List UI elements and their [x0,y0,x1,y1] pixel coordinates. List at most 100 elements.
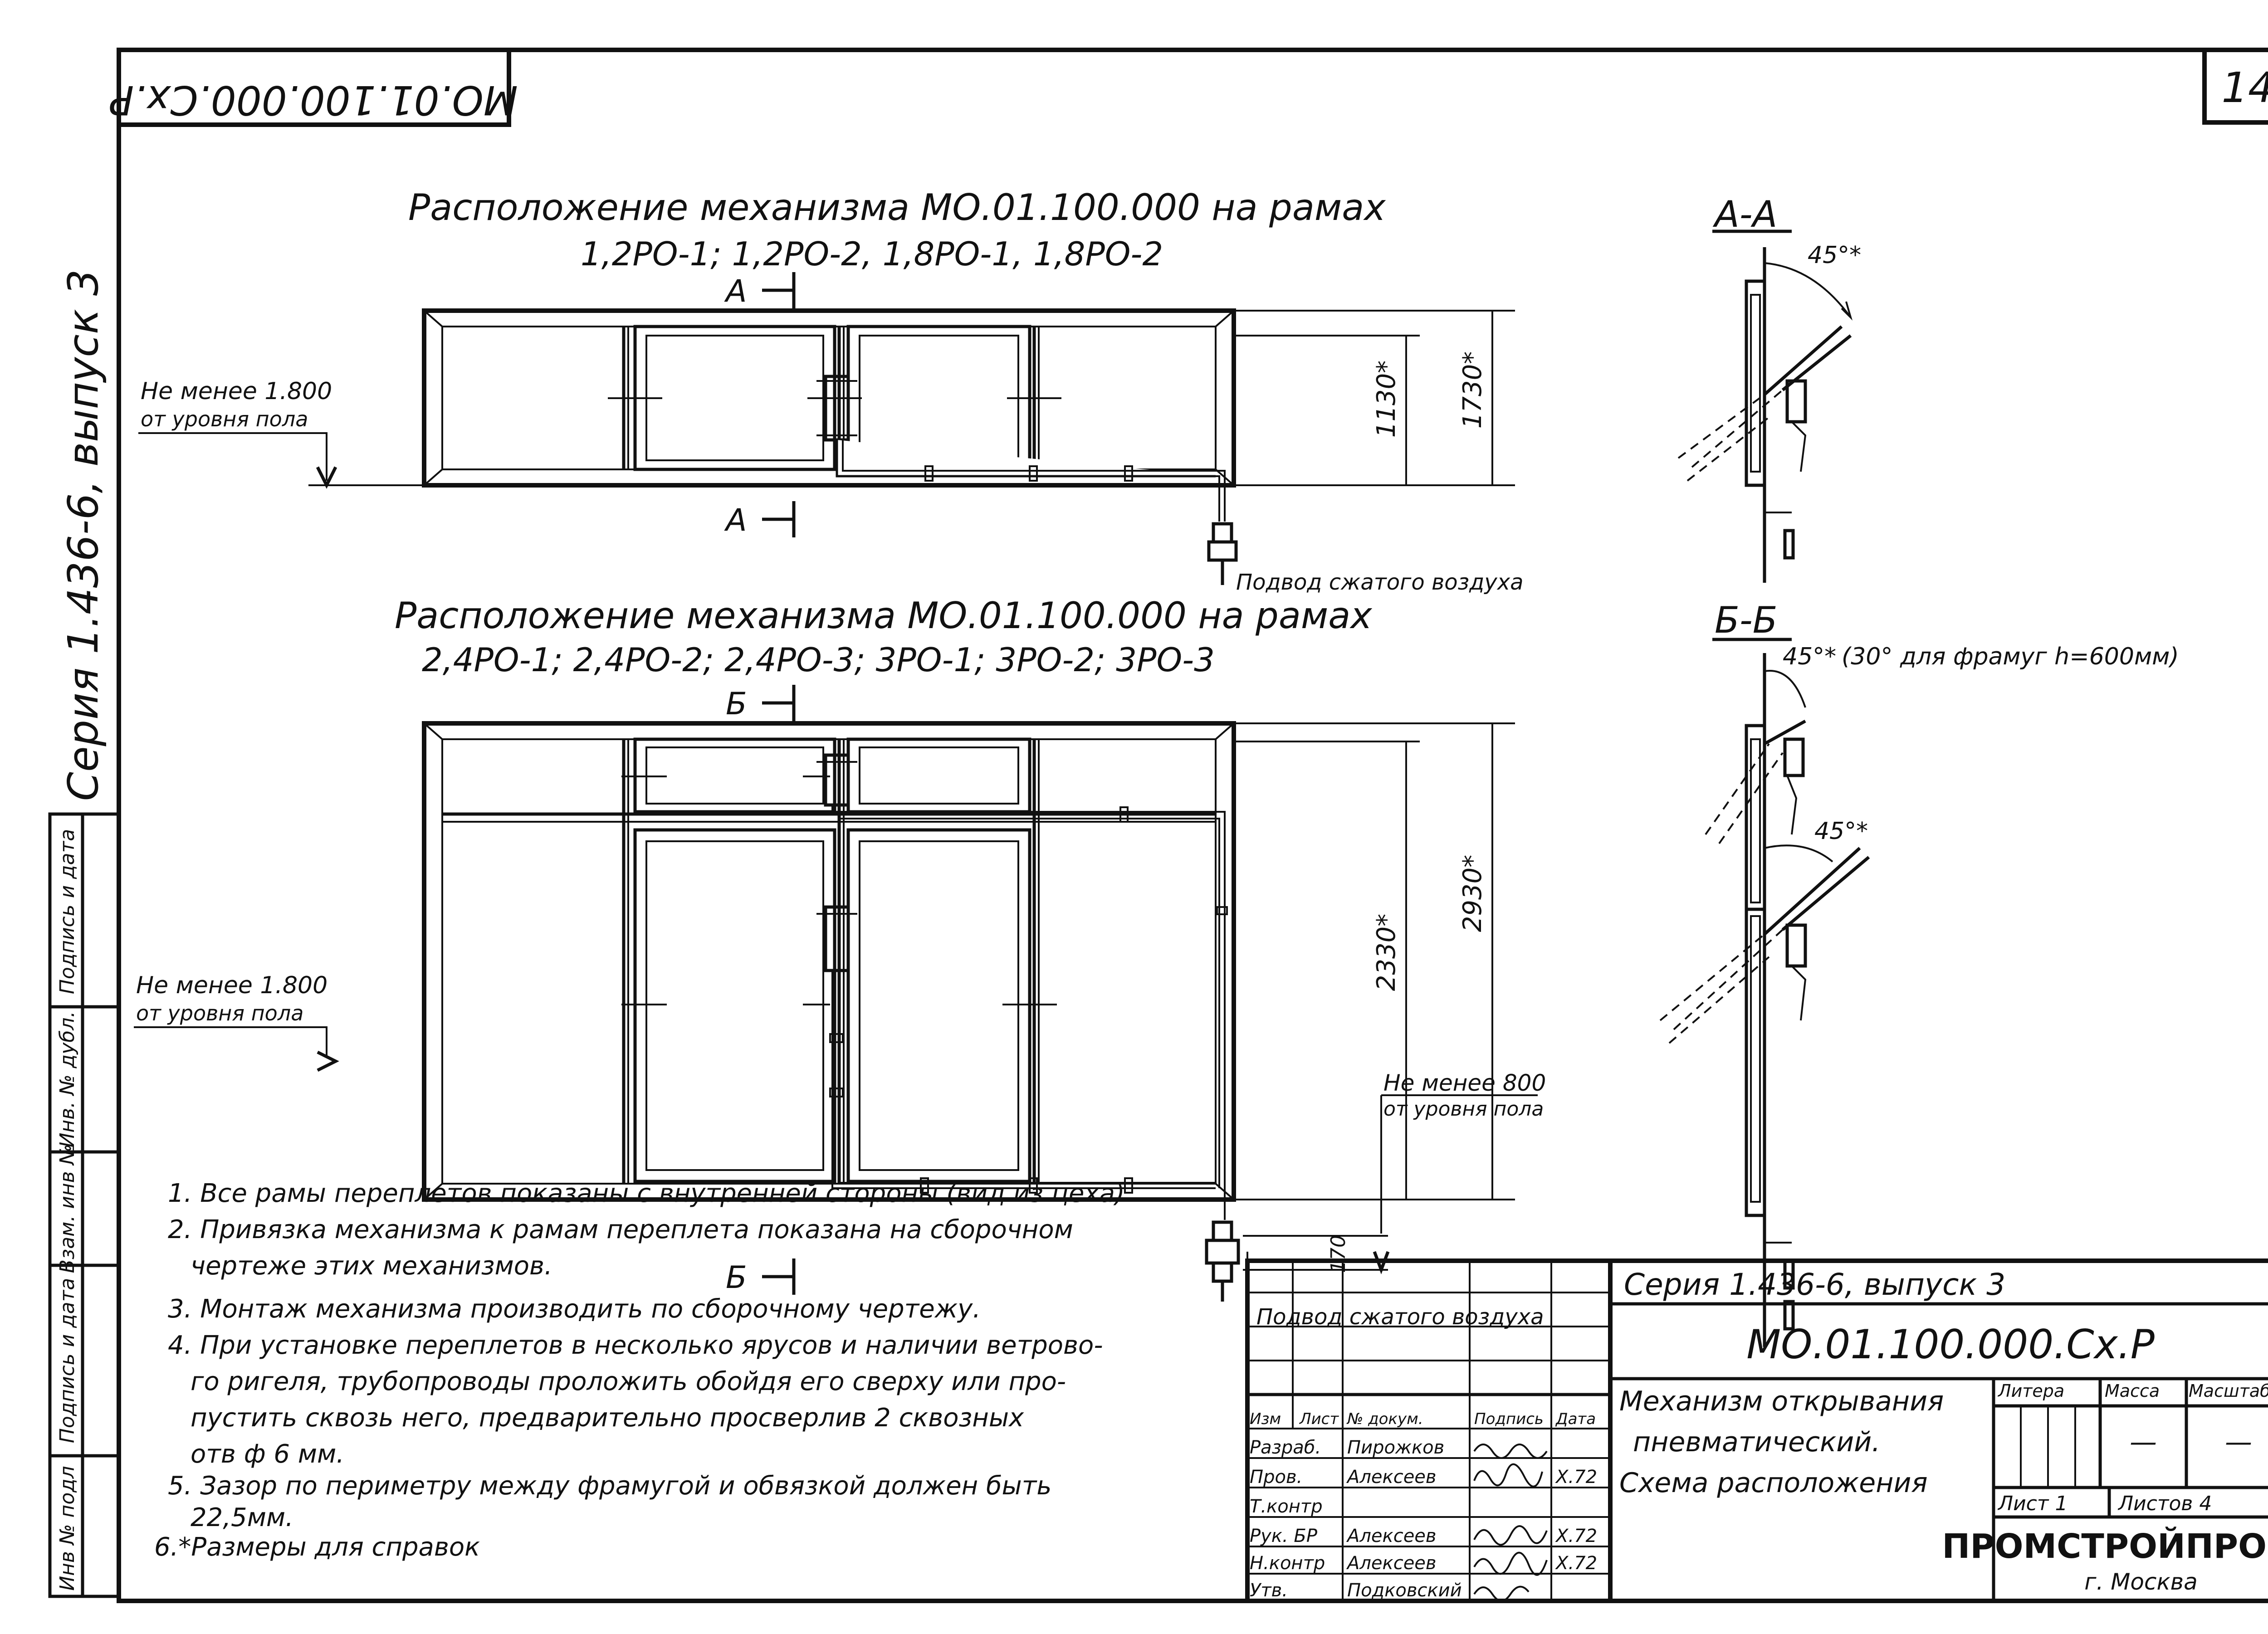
upper-view: Расположение механизма МО.01.100.000 на … [138,186,1524,595]
tb-col-list: Лист [1299,1410,1339,1428]
lower-floor-note-2: от уровня пола [136,1001,303,1025]
section-bb-angle-2: 45°* [1814,818,1868,845]
tb-sheets: Листов 4 [2117,1492,2212,1515]
lower-sash-left [633,828,836,1183]
sheet-corner-number: 14 [2221,63,2268,112]
tb-row-name: Алексеев [1346,1526,1436,1546]
signature-mark [1473,1551,1548,1576]
note-1: 1. Все рамы переплетов показаны с внутре… [168,1179,1125,1208]
note-4-cont-2: пустить сквозь него, предварительно прос… [191,1403,1024,1433]
section-aa-frame [1745,279,1766,487]
tb-masshtab: Масштаб [2189,1381,2268,1401]
tb-col-sign: Подпись [1474,1410,1544,1428]
tb-row-role: Пров. [1250,1467,1302,1488]
tb-name-3: Схема расположения [1619,1467,1928,1499]
note-2: 2. Привязка механизма к рамам переплета … [168,1215,1073,1244]
tb-row-date: Х.72 [1555,1553,1597,1574]
lower-frame-outer [422,721,1236,1202]
lower-air-fitting [1212,1220,1233,1242]
lower-frames: 2,4РО-1; 2,4РО-2; 2,4РО-3; 3РО-1; 3РО-2;… [422,641,1215,679]
tb-massa: Масса [2105,1381,2160,1401]
strip-inv-dubl: Инв. № дубл. [56,1011,79,1147]
strip-signature-1: Подпись и дата [56,1278,79,1443]
lower-floor-note-1: Не менее 1.800 [136,972,327,999]
tb-row-role: Т.контр [1250,1496,1323,1517]
sheet-corner: 14 [2202,48,2268,125]
top-stamp-text: МО.01.100.000.Сх.Р [110,77,518,123]
lower-dim-2: 2930* [1458,855,1487,932]
tb-row-name: Алексеев [1346,1553,1436,1574]
upper-sash-left [633,325,836,471]
notes: 1. Все рамы переплетов показаны с внутре… [154,1179,1125,1562]
lower-dim-1: 2330* [1372,914,1401,991]
upper-air-label: Подвод сжатого воздуха [1236,570,1524,595]
tb-col-doc: № докум. [1346,1410,1423,1428]
tb-designation: МО.01.100.000.Сх.Р [1746,1321,2155,1368]
top-stamp: МО.01.100.000.Сх.Р [110,48,518,127]
section-bb-angle: 45°* [1783,643,1836,670]
lower-view: Расположение механизма МО.01.100.000 на … [134,595,1546,1330]
upper-air-fitting [1212,522,1233,544]
series-vertical: Серия 1.436-6, выпуск 3 [59,269,108,801]
tb-sheet: Лист 1 [1997,1492,2068,1515]
tb-row-name: Пирожков [1347,1437,1444,1458]
tb-row-name: Подковский [1347,1580,1462,1601]
note-5-cont: 22,5мм. [191,1503,293,1532]
section-aa-title: А-А [1712,193,1777,235]
signature-mark [1473,1525,1548,1546]
lower-sash-right [846,828,1031,1183]
tb-name-2: пневматический. [1633,1426,1880,1458]
note-6: 6.*Размеры для справок [154,1532,480,1562]
tb-row-role: Н.контр [1250,1553,1325,1574]
note-3: 3. Монтаж механизма производить по сборо… [168,1294,981,1324]
tb-row-role: Рук. БР [1250,1526,1318,1546]
tb-row-date: Х.72 [1555,1467,1597,1488]
tb-masshtab-value: — [2225,1426,2252,1458]
lower-air-label: Подвод сжатого воздуха [1256,1304,1544,1330]
section-aa: А-А 45°* [1677,193,1861,583]
strip-inv-podl: Инв № подл [56,1466,79,1591]
upper-dim-1: 1130* [1372,361,1401,438]
tb-org: ПРОМСТРОЙПРОЕКТ [1942,1526,2268,1566]
upper-title: Расположение механизма МО.01.100.000 на … [408,186,1386,229]
section-aa-angle: 45°* [1808,242,1861,269]
section-bb-angle-note: (30° для фрамуг h=600мм) [1842,643,2179,670]
note-5: 5. Зазор по периметру между фрамугой и о… [168,1471,1051,1501]
upper-floor-note-1: Не менее 1.800 [141,378,332,405]
upper-floor-note-2: от уровня пола [141,407,308,431]
lower-floor-note-4: от уровня пола [1383,1097,1544,1121]
tb-city: г. Москва [2084,1569,2198,1595]
signature-mark [1473,1585,1530,1602]
section-bb-title: Б-Б [1715,599,1778,641]
signature-mark [1473,1463,1543,1488]
lower-section-b-bottom: Б [726,1260,747,1296]
title-block: Серия 1.436-6, выпуск 3 МО.01.100.000.Сх… [1245,1258,2268,1603]
note-4-cont-3: отв ф 6 мм. [191,1439,344,1469]
strip-signature-2: Подпись и дата [56,829,79,994]
tb-row-name: Алексеев [1346,1467,1436,1488]
tb-row-role: Утв. [1250,1580,1288,1601]
tb-row-role: Разраб. [1250,1437,1321,1458]
upper-frames: 1,2РО-1; 1,2РО-2, 1,8РО-1, 1,8РО-2 [581,235,1163,273]
tb-name-1: Механизм открывания [1619,1385,1944,1417]
lower-mechanism-main [824,905,850,972]
tb-litera: Литера [1997,1381,2064,1401]
upper-dim-2: 1730* [1458,351,1487,429]
tb-series: Серия 1.436-6, выпуск 3 [1624,1267,2005,1302]
lower-floor-note-3: Не менее 800 [1383,1070,1546,1096]
tb-massa-value: — [2130,1426,2157,1458]
left-strip: Инв № подл Подпись и дата Взам. инв № Ин… [48,812,121,1598]
lower-dim-3: 170 [1327,1235,1350,1273]
note-4-cont-1: го ригеля, трубопроводы проложить обойдя… [191,1367,1066,1396]
tb-col-date: Дата [1555,1410,1596,1428]
lower-mechanism-top [824,753,850,807]
section-bb-frame [1745,724,1766,1217]
tb-col-izm: Изм [1250,1410,1281,1428]
signature-mark [1473,1444,1548,1459]
upper-section-a-bottom: А [724,502,747,538]
note-4: 4. При установке переплетов в несколько … [168,1331,1103,1360]
upper-mechanism [824,375,850,442]
lower-section-b-top: Б [726,686,747,722]
note-2-cont: чертеже этих механизмов. [191,1251,552,1281]
